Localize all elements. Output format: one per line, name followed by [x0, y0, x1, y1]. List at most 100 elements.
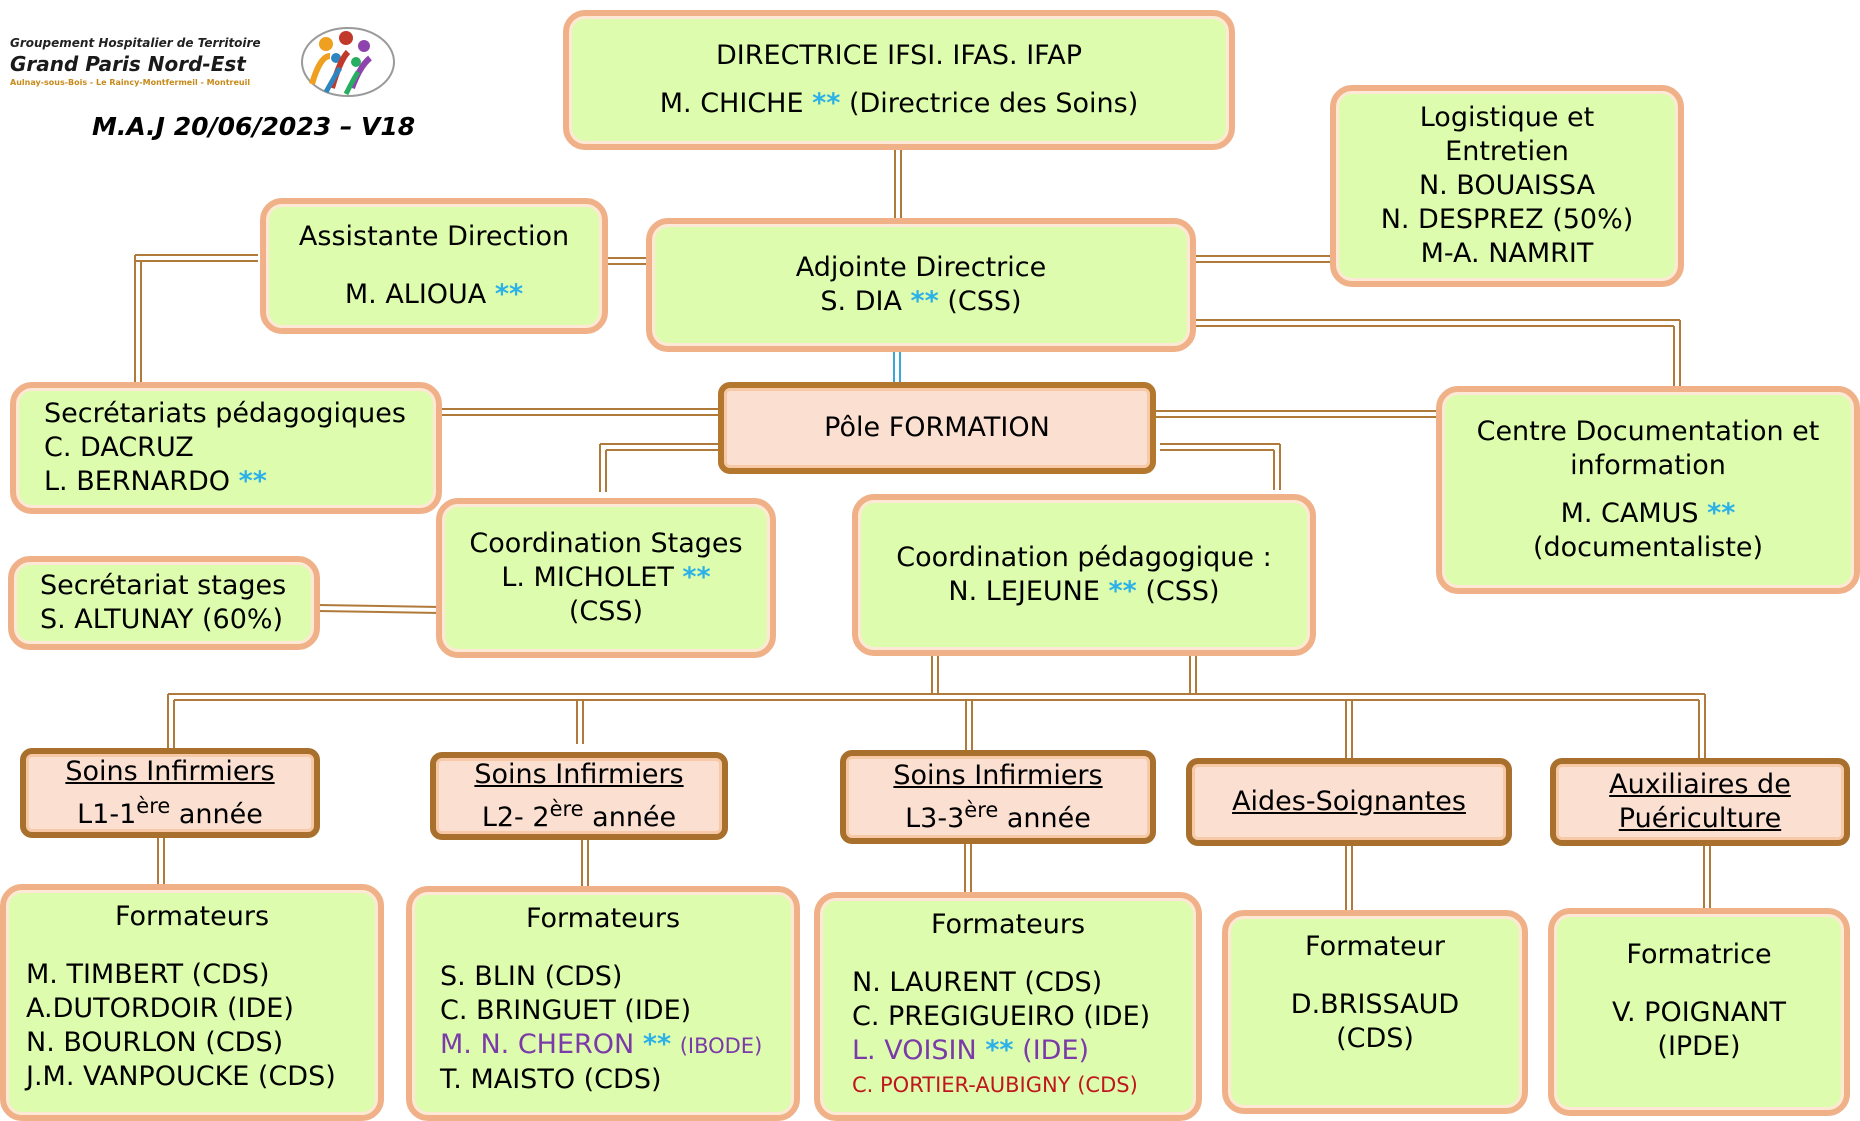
trainers-l3-box: Formateurs N. LAURENT (CDS) C. PREGIGUEI… [814, 892, 1202, 1121]
trainer-role: (IDE) [1022, 1035, 1090, 1066]
trainers-title: Formatrice [1626, 939, 1772, 970]
level-l3-box: Soins Infirmiers L3-3ère année [840, 750, 1156, 844]
secretariat-stages-name: S. ALTUNAY (60%) [40, 604, 284, 635]
coord-peda-role: (CSS) [1145, 576, 1220, 607]
adjointe-role: (CSS) [947, 286, 1022, 317]
secretariats-box: Secrétariats pédagogiques C. DACRUZ L. B… [10, 382, 442, 514]
directrice-stars: ** [812, 88, 841, 119]
documentation-name-line: M. CAMUS ** [1561, 497, 1736, 531]
secretariats-name-line: L. BERNARDO ** [44, 465, 267, 499]
level-year-sup: ère [964, 797, 999, 822]
level-title: Soins Infirmiers [893, 759, 1103, 791]
trainer-name: J.M. VANPOUCKE (CDS) [26, 1061, 336, 1092]
adjointe-name: S. DIA [820, 286, 902, 317]
coord-peda-stars: ** [1108, 576, 1137, 607]
trainer-name: L. VOISIN [852, 1035, 977, 1066]
trainer-name-line: L. VOISIN ** (IDE) [852, 1034, 1150, 1068]
update-date: M.A.J 20/06/2023 – V18 [92, 112, 416, 141]
trainer-name: N. BOURLON (CDS) [26, 1027, 284, 1058]
logo-line-1: Groupement Hospitalier de Territoire [10, 36, 261, 50]
trainers-l2-box: Formateurs S. BLIN (CDS) C. BRINGUET (ID… [406, 886, 800, 1121]
directrice-name-line: M. CHICHE ** (Directrice des Soins) [660, 87, 1139, 121]
directrice-role: (Directrice des Soins) [848, 88, 1139, 119]
trainers-title: Formateurs [114, 901, 270, 932]
directrice-box: DIRECTRICE IFSI. IFAS. IFAP M. CHICHE **… [563, 10, 1235, 150]
level-year-suffix: année [170, 798, 263, 830]
trainer-stars: ** [642, 1029, 672, 1060]
level-year-prefix: L2- 2 [481, 801, 550, 833]
trainer-role: (CDS) [1336, 1023, 1414, 1054]
level-l2-box: Soins Infirmiers L2- 2ère année [430, 752, 728, 840]
assistante-box: Assistante Direction M. ALIOUA ** [260, 198, 608, 334]
level-year-sup: ère [136, 793, 171, 818]
level-year-sup: ère [549, 796, 584, 821]
documentation-stars: ** [1707, 498, 1736, 529]
documentation-role: (documentaliste) [1532, 532, 1764, 563]
trainer-name: C. PORTIER-AUBIGNY (CDS) [852, 1073, 1138, 1097]
trainer-name: M. N. CHERON [440, 1029, 635, 1060]
secretariats-name: L. BERNARDO [44, 466, 231, 497]
level-year-line: L2- 2ère année [482, 792, 676, 835]
adjointe-stars: ** [910, 286, 939, 317]
trainers-title: Formateurs [930, 909, 1086, 940]
trainers-as-box: Formateur D.BRISSAUD (CDS) [1222, 910, 1528, 1114]
trainer-name-line: M. N. CHERON ** (IBODE) [440, 1028, 762, 1063]
trainer-name: V. POIGNANT [1612, 997, 1786, 1028]
logistique-box: Logistique et Entretien N. BOUAISSA N. D… [1330, 85, 1684, 287]
level-year-prefix: L1-1 [77, 798, 137, 830]
trainers-list: M. TIMBERT (CDS) A.DUTORDOIR (IDE) N. BO… [6, 958, 336, 1094]
level-year-line: L1-1ère année [77, 789, 263, 832]
pole-formation-box: Pôle FORMATION [718, 382, 1156, 474]
trainer-name: C. BRINGUET (IDE) [440, 995, 692, 1026]
assistante-stars: ** [494, 279, 524, 310]
logistique-name: N. DESPREZ (50%) [1380, 204, 1634, 235]
trainer-name: D.BRISSAUD [1290, 989, 1460, 1020]
level-ap-box: Auxiliaires de Puériculture [1550, 758, 1850, 846]
level-year-suffix: année [998, 802, 1091, 834]
directrice-title: DIRECTRICE IFSI. IFAS. IFAP [716, 40, 1082, 71]
coord-peda-box: Coordination pédagogique : N. LEJEUNE **… [852, 494, 1316, 656]
logo-line-3: Aulnay-sous-Bois - Le Raincy-Montfermeil… [10, 78, 251, 87]
trainer-stars: ** [985, 1035, 1014, 1066]
adjointe-box: Adjointe Directrice S. DIA ** (CSS) [646, 218, 1196, 352]
coord-peda-name-line: N. LEJEUNE ** (CSS) [948, 575, 1219, 609]
documentation-name: M. CAMUS [1560, 498, 1699, 529]
adjointe-name-line: S. DIA ** (CSS) [820, 285, 1021, 319]
assistante-name-line: M. ALIOUA ** [345, 278, 523, 312]
level-title: Puériculture [1618, 803, 1782, 834]
trainers-ap-box: Formatrice V. POIGNANT (IPDE) [1548, 908, 1850, 1116]
trainers-title: Formateur [1305, 931, 1445, 962]
trainers-list: S. BLIN (CDS) C. BRINGUET (IDE) M. N. CH… [412, 960, 762, 1097]
level-title: Auxiliaires de [1609, 769, 1791, 800]
level-title: Aides-Soignantes [1232, 786, 1466, 817]
trainer-role: (IPDE) [1657, 1031, 1741, 1062]
coord-stages-title: Coordination Stages [469, 528, 743, 559]
logistique-title-1: Logistique et [1419, 102, 1595, 133]
logistique-name: M-A. NAMRIT [1420, 238, 1594, 269]
logistique-name: N. BOUAISSA [1418, 170, 1596, 201]
trainer-name: C. PREGIGUEIRO (IDE) [852, 1001, 1151, 1032]
secretariats-title: Secrétariats pédagogiques [44, 398, 406, 429]
secretariats-stars: ** [238, 466, 267, 497]
coord-peda-name: N. LEJEUNE [948, 576, 1100, 607]
directrice-name: M. CHICHE [659, 88, 804, 119]
level-title: Soins Infirmiers [474, 758, 684, 790]
documentation-box: Centre Documentation et information M. C… [1436, 386, 1860, 594]
people-logo-icon [301, 27, 395, 97]
logistique-title-2: Entretien [1445, 136, 1569, 167]
secretariats-name: C. DACRUZ [44, 432, 194, 463]
pole-title: Pôle FORMATION [824, 412, 1050, 443]
trainer-name: S. BLIN (CDS) [440, 961, 623, 992]
trainer-name: A.DUTORDOIR (IDE) [26, 993, 294, 1024]
level-year-line: L3-3ère année [905, 793, 1091, 836]
coord-stages-name: L. MICHOLET [501, 562, 674, 593]
coord-stages-role: (CSS) [568, 596, 644, 627]
level-title: Soins Infirmiers [65, 755, 275, 787]
coord-stages-stars: ** [682, 562, 711, 593]
trainer-name: T. MAISTO (CDS) [440, 1064, 662, 1095]
level-year-suffix: année [583, 801, 677, 833]
secretariat-stages-box: Secrétariat stages S. ALTUNAY (60%) [8, 556, 320, 650]
coord-peda-title: Coordination pédagogique : [896, 542, 1272, 573]
trainer-name: N. LAURENT (CDS) [852, 967, 1103, 998]
